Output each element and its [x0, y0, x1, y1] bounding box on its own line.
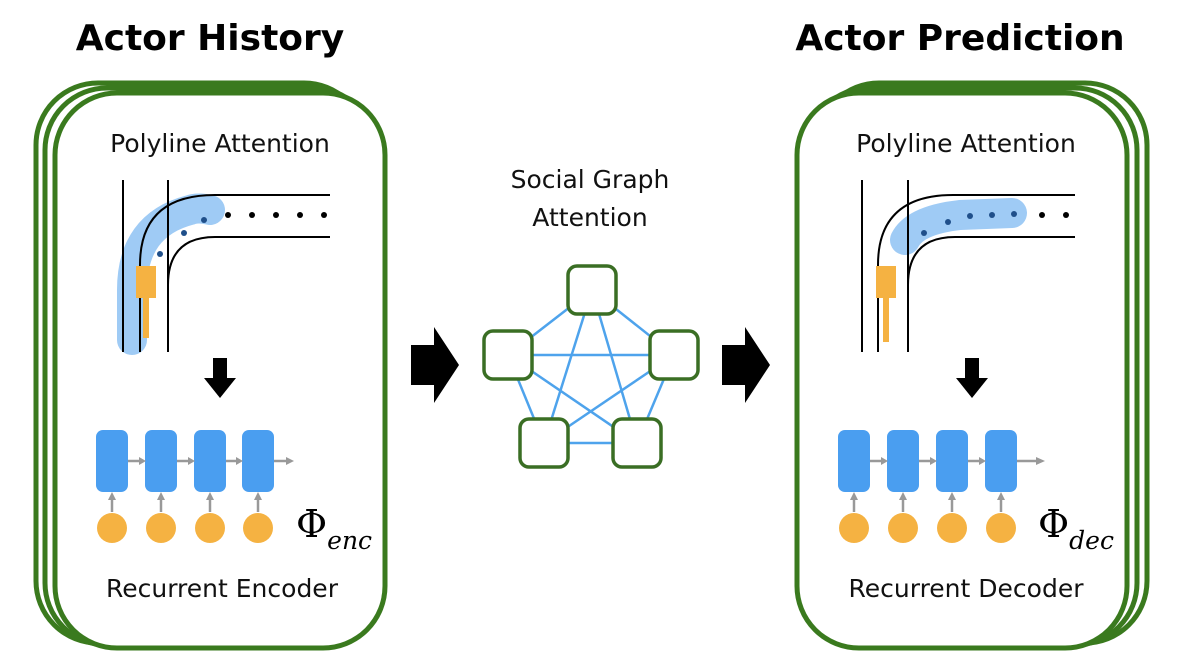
recurrent-decoder-label: Recurrent Decoder: [849, 574, 1085, 603]
left-road-curve-outer: [139, 194, 330, 352]
right-road-curve-outer: [877, 194, 1075, 352]
encoder-input-1: [97, 513, 127, 543]
phi-enc-subscript: enc: [327, 526, 372, 555]
flow-right-arrow-icon-1: [411, 327, 459, 403]
encoder-cell-2: [145, 430, 177, 492]
right-road-scene: [861, 180, 1075, 352]
graph-node-bottom-left: [518, 417, 570, 469]
right-frame-front: [794, 90, 1130, 651]
left-down-arrow-icon: [204, 358, 236, 398]
decoder-cell-1: [838, 430, 870, 492]
graph-node-bottom-right: [611, 417, 663, 469]
left-road-scene: [117, 180, 330, 355]
graph-nodes: [482, 264, 700, 469]
left-polyline-attention-label: Polyline Attention: [110, 129, 330, 158]
right-trajectory-dots: [921, 211, 1017, 236]
graph-node-left: [482, 329, 534, 381]
left-recurrent-encoder: [96, 430, 294, 543]
social-graph-label-line2: Attention: [532, 203, 647, 232]
phi-dec-symbol: Φ: [1038, 502, 1069, 546]
decoder-input-3: [937, 513, 967, 543]
left-actor-trail: [143, 298, 149, 338]
right-actor-car-icon: [876, 266, 896, 298]
right-recurrent-decoder: [838, 430, 1045, 543]
encoder-input-2: [146, 513, 176, 543]
decoder-input-4: [986, 513, 1016, 543]
decoder-input-1: [839, 513, 869, 543]
decoder-cell-4: [985, 430, 1017, 492]
left-actor-car-icon: [136, 266, 156, 298]
encoder-cell-3: [194, 430, 226, 492]
social-graph-label-line1: Social Graph: [511, 165, 670, 194]
graph-node-right: [648, 329, 700, 381]
left-trajectory-dots: [157, 217, 207, 257]
flow-right-arrow-icon-2: [722, 327, 770, 403]
right-lane-dots: [1039, 212, 1069, 218]
right-polyline-attention-label: Polyline Attention: [856, 129, 1076, 158]
encoder-cell-1: [96, 430, 128, 492]
recurrent-encoder-label: Recurrent Encoder: [106, 574, 339, 603]
left-road-curve-inner: [167, 236, 330, 300]
encoder-input-4: [243, 513, 273, 543]
graph-node-top: [566, 264, 618, 316]
right-down-arrow-icon: [956, 358, 988, 398]
decoder-cell-2: [887, 430, 919, 492]
encoder-input-3: [195, 513, 225, 543]
decoder-cell-3: [936, 430, 968, 492]
social-graph: [482, 264, 700, 469]
phi-dec-label: Φdec: [1038, 502, 1114, 555]
encoder-cell-4: [242, 430, 274, 492]
right-road-curve-inner: [907, 236, 1075, 300]
left-attention-highlight: [117, 193, 225, 355]
left-lane-dots: [225, 212, 327, 218]
left-stacked-frames: [33, 80, 388, 651]
phi-enc-label: Φenc: [296, 502, 372, 555]
right-actor-trail: [883, 298, 889, 342]
title-actor-history: Actor History: [76, 18, 345, 59]
decoder-input-2: [888, 513, 918, 543]
phi-dec-subscript: dec: [1069, 526, 1114, 555]
phi-enc-symbol: Φ: [296, 502, 327, 546]
title-actor-prediction: Actor Prediction: [795, 18, 1124, 59]
